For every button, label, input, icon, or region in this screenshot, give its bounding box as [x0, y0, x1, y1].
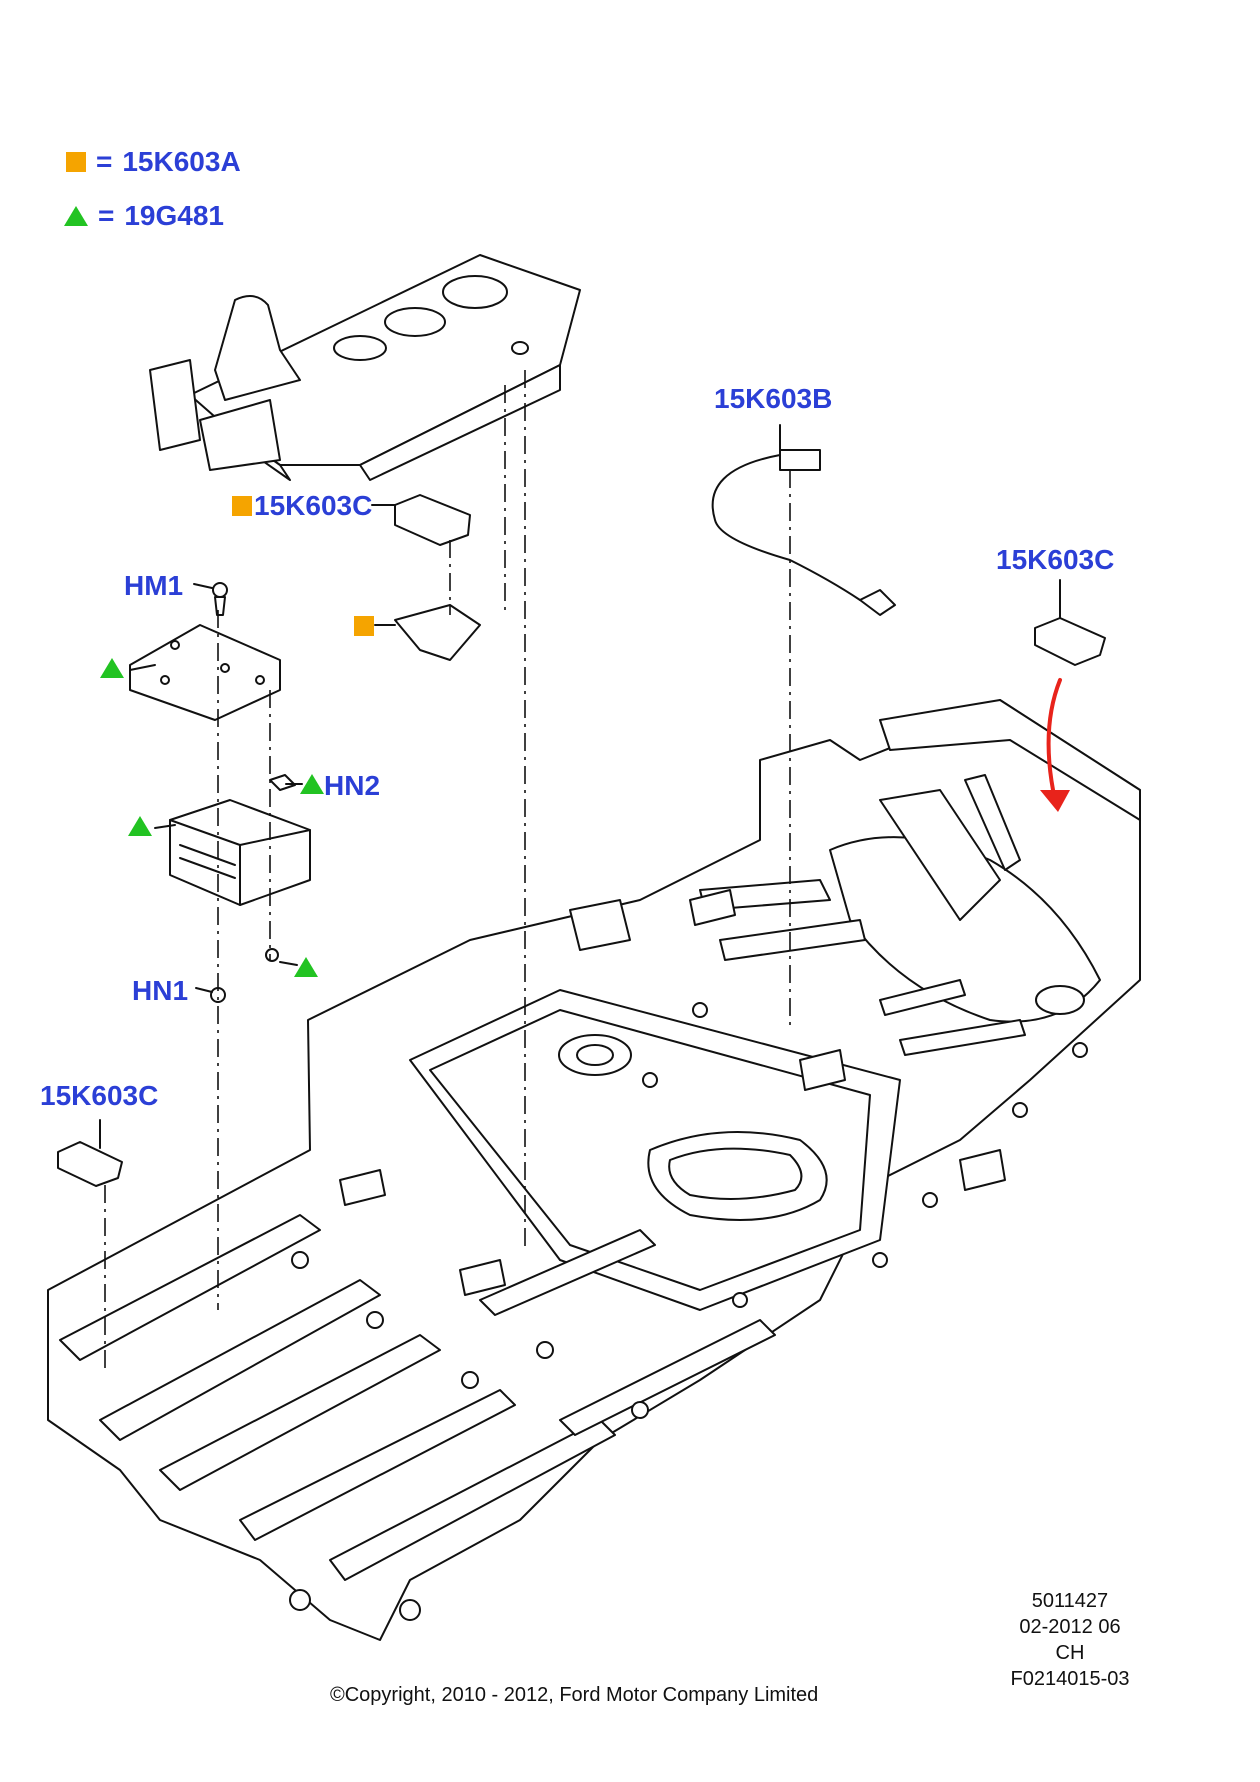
- control-module: [169, 799, 311, 906]
- callout-15k603c-center: 15K603C: [254, 490, 373, 521]
- callout-hm1: HM1: [124, 570, 184, 601]
- floor-pan: [47, 699, 1141, 1641]
- legend-code: 15K603A: [122, 146, 241, 177]
- reference-block: 5011427 02-2012 06 CH F0214015-03: [960, 1588, 1180, 1692]
- legend-equals: =: [98, 200, 115, 231]
- callout-hn1: HN1: [132, 975, 189, 1006]
- green-triangle-icon: [100, 658, 124, 678]
- green-triangle-icon: [128, 816, 152, 836]
- legend-code: 19G481: [124, 200, 224, 231]
- reference-code: CH: [1055, 1642, 1085, 1664]
- callout-15k603c-right: 15K603C: [996, 544, 1115, 575]
- orange-square-icon: [354, 616, 374, 636]
- reference-date: 02-2012 06: [1019, 1616, 1121, 1638]
- legend-row-19g481: = 19G481: [64, 200, 224, 232]
- orange-square-icon: [232, 496, 252, 516]
- reference-number: 5011427: [1031, 1590, 1109, 1612]
- legend-row-15k603a: = 15K603A: [66, 146, 241, 178]
- orange-square-icon: [66, 152, 86, 172]
- green-triangle-icon: [294, 957, 318, 977]
- center-console: [149, 254, 581, 481]
- red-arrow: [1046, 678, 1062, 802]
- callout-15k603c-left: 15K603C: [40, 1080, 159, 1111]
- sensor-15k603c-left: [57, 1141, 123, 1187]
- copyright-notice: ©Copyright, 2010 - 2012, Ford Motor Comp…: [330, 1684, 819, 1706]
- sensor-15k603c-upper: [394, 494, 481, 661]
- green-triangle-icon: [64, 206, 88, 226]
- green-triangle-icon: [300, 774, 324, 794]
- callout-hn2: HN2: [324, 770, 381, 801]
- legend-equals: =: [96, 146, 113, 177]
- figure-number: F0214015-03: [1010, 1668, 1130, 1690]
- module-bracket: [129, 624, 281, 721]
- red-arrowhead: [1040, 790, 1070, 812]
- harness-15k603b: [711, 449, 896, 616]
- callout-15k603b: 15K603B: [714, 383, 833, 414]
- sensor-15k603c-right: [1034, 617, 1106, 666]
